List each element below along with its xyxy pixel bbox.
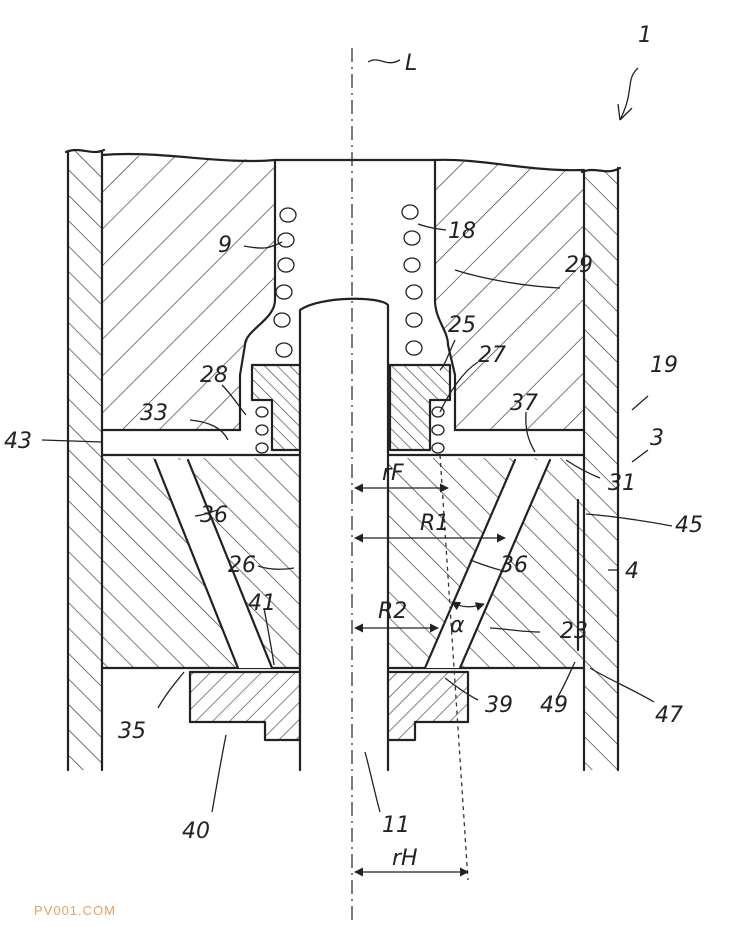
label-33: 33: [140, 401, 168, 426]
label-R1: R1: [420, 511, 449, 536]
label-26: 26: [228, 553, 256, 578]
label-35: 35: [118, 719, 146, 744]
radius-reference-line: [439, 454, 469, 881]
channel-left: [153, 458, 274, 670]
label-36-left: 36: [200, 503, 228, 528]
label-1: 1: [638, 23, 652, 48]
label-4: 4: [625, 559, 639, 584]
watermark: PV001.COM: [34, 903, 116, 918]
label-31: 31: [608, 471, 636, 496]
dimension-arrows: [354, 483, 506, 877]
upper-body: [100, 152, 586, 432]
label-23: 23: [560, 619, 588, 644]
label-45: 45: [675, 513, 703, 538]
label-axis-L: L: [405, 51, 417, 76]
label-41: 41: [248, 591, 276, 616]
bottom-plate-left: [188, 670, 302, 742]
label-39: 39: [485, 693, 513, 718]
seat-right: [388, 363, 452, 452]
label-18: 18: [448, 219, 476, 244]
housing-wall-right: [580, 166, 622, 772]
channel-right: [423, 458, 552, 670]
label-25: 25: [448, 313, 476, 338]
spring-coils: [255, 204, 445, 454]
leader-lines: [41, 59, 673, 813]
label-R2: R2: [378, 599, 407, 624]
central-pin: [298, 297, 390, 772]
label-49: 49: [540, 693, 568, 718]
label-47: 47: [655, 703, 683, 728]
label-40: 40: [182, 819, 210, 844]
label-37: 37: [510, 391, 538, 416]
label-rH: rH: [392, 846, 418, 871]
label-43: 43: [4, 429, 32, 454]
housing-wall-left: [64, 148, 106, 772]
label-19: 19: [650, 353, 678, 378]
label-9: 9: [218, 233, 232, 258]
label-rF: rF: [382, 461, 404, 486]
label-27: 27: [478, 343, 506, 368]
label-28: 28: [200, 363, 228, 388]
label-11: 11: [382, 813, 410, 838]
label-alpha: α: [450, 613, 465, 638]
label-36-right: 36: [500, 553, 528, 578]
label-3: 3: [650, 426, 664, 451]
label-29: 29: [565, 253, 593, 278]
